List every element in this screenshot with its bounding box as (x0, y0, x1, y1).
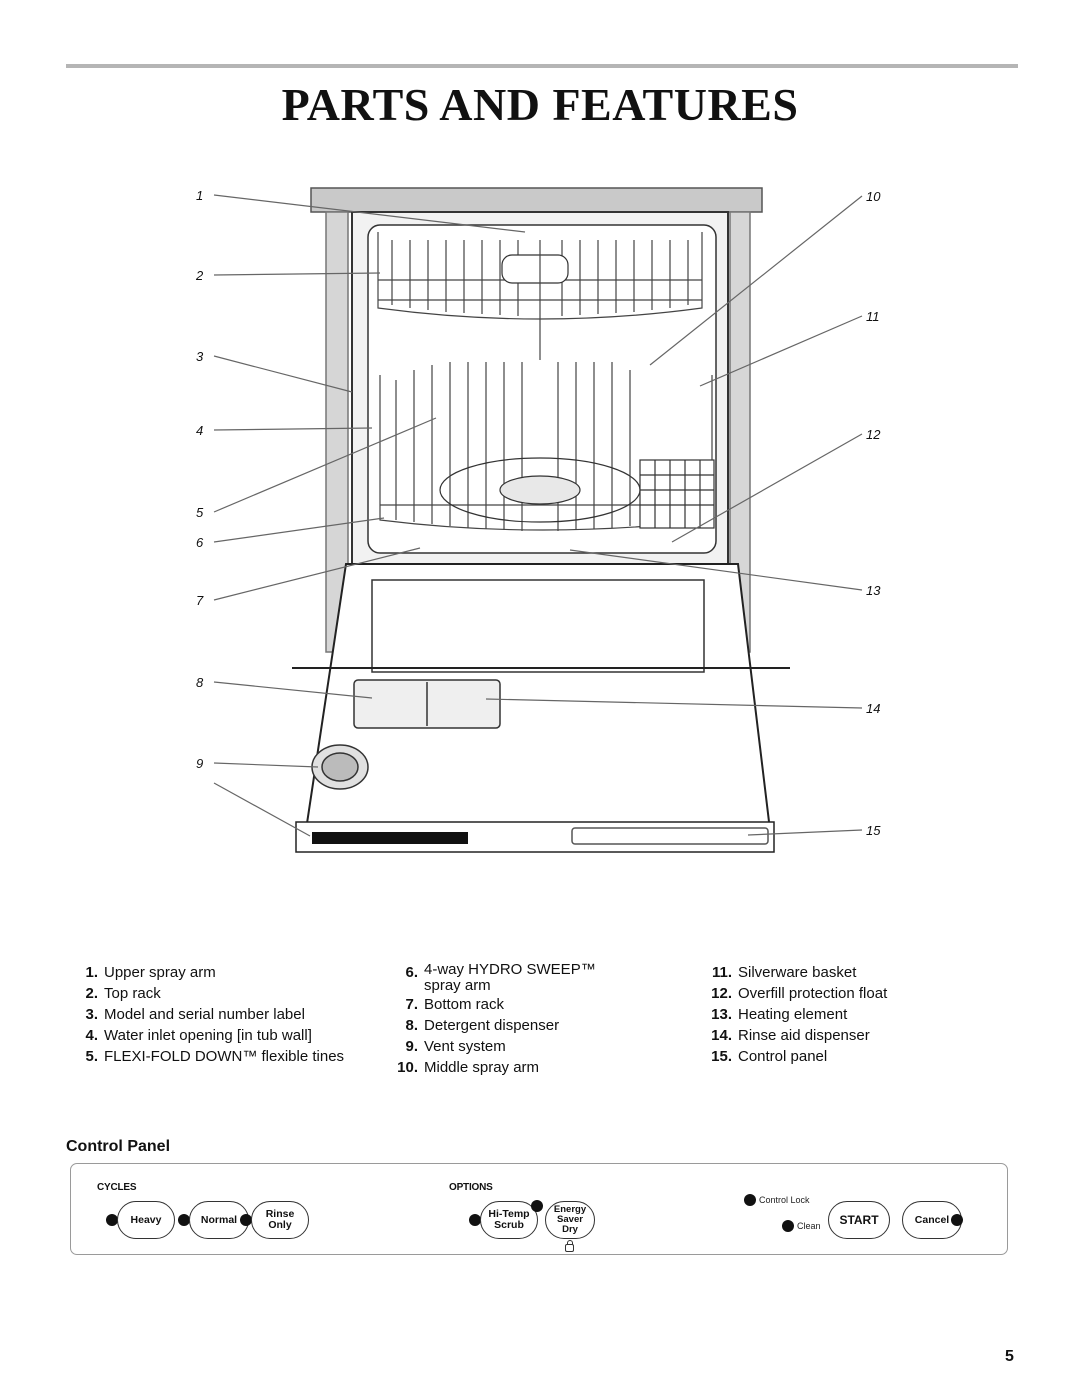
legend-item-12: 12.Overfill protection float (711, 985, 888, 1002)
legend-column-2: 6.4-way HYDRO SWEEP™ spray arm 7.Bottom … (390, 962, 650, 1078)
callout-number-1: 1 (196, 188, 203, 203)
normal-button[interactable]: Normal (189, 1201, 249, 1239)
legend-item-1: 1.Upper spray arm (85, 964, 216, 981)
legend-item-13: 13.Heating element (711, 1006, 848, 1023)
legend-item-9: 9.Vent system (405, 1038, 506, 1055)
callout-number-13: 13 (866, 583, 881, 598)
callout-number-11: 11 (866, 309, 880, 324)
legend-item-3: 3.Model and serial number label (85, 1006, 305, 1023)
legend-column-3: 11.Silverware basket 12.Overfill protect… (700, 962, 960, 1067)
cycles-label: CYCLES (97, 1182, 137, 1193)
legend-item-10: 10.Middle spray arm (397, 1059, 540, 1076)
normal-indicator-light (178, 1214, 190, 1226)
legend-item-6: 6.4-way HYDRO SWEEP™ spray arm (405, 961, 596, 994)
legend-item-15: 15.Control panel (711, 1048, 828, 1065)
callout-number-8: 8 (196, 675, 204, 690)
hi-temp-scrub-indicator-light (469, 1214, 481, 1226)
callout-number-14: 14 (866, 701, 880, 716)
callout-number-10: 10 (866, 189, 881, 204)
rinse-only-indicator-light (240, 1214, 252, 1226)
dishwasher-illustration (292, 187, 790, 853)
legend-item-5: 5.FLEXI-FOLD DOWN™ flexible tines (85, 1048, 345, 1065)
heavy-indicator-light (106, 1214, 118, 1226)
options-label: OPTIONS (449, 1182, 493, 1193)
legend-item-4: 4.Water inlet opening [in tub wall] (85, 1027, 312, 1044)
legend-item-11: 11.Silverware basket (711, 964, 857, 981)
callout-number-9: 9 (196, 756, 203, 771)
control-panel-heading: Control Panel (66, 1138, 171, 1155)
heavy-button[interactable]: Heavy (117, 1201, 175, 1239)
top-rack (377, 232, 703, 360)
callout-number-6: 6 (196, 535, 204, 550)
legend-item-2: 2.Top rack (85, 985, 161, 1002)
clean-label: Clean (797, 1221, 821, 1231)
page-number: 5 (1005, 1348, 1014, 1365)
callout-number-4: 4 (196, 423, 203, 438)
callout-number-2: 2 (195, 268, 204, 283)
legend-item-8: 8.Detergent dispenser (405, 1017, 560, 1034)
top-rule (66, 64, 1018, 68)
control-lock-indicator-light (744, 1194, 756, 1206)
start-button[interactable]: START (828, 1201, 890, 1239)
silverware-basket (639, 459, 715, 529)
callout-number-5: 5 (196, 505, 204, 520)
callout-number-7: 7 (196, 593, 204, 608)
energy-saver-dry-indicator-light (531, 1200, 543, 1212)
callout-number-15: 15 (866, 823, 881, 838)
callout-number-12: 12 (866, 427, 881, 442)
clean-indicator-light (782, 1220, 794, 1232)
legend-item-7: 7.Bottom rack (405, 996, 505, 1013)
legend-column-1: 1.Upper spray arm 2.Top rack 3.Model and… (76, 962, 376, 1067)
callout-lines (213, 194, 863, 837)
page-title: PARTS AND FEATURES (281, 79, 799, 130)
lock-icon (565, 1240, 574, 1252)
callout-number-3: 3 (196, 349, 204, 364)
legend-item-14: 14.Rinse aid dispenser (711, 1027, 870, 1044)
control-lock-label: Control Lock (759, 1195, 810, 1205)
cancel-indicator-light (951, 1214, 963, 1226)
